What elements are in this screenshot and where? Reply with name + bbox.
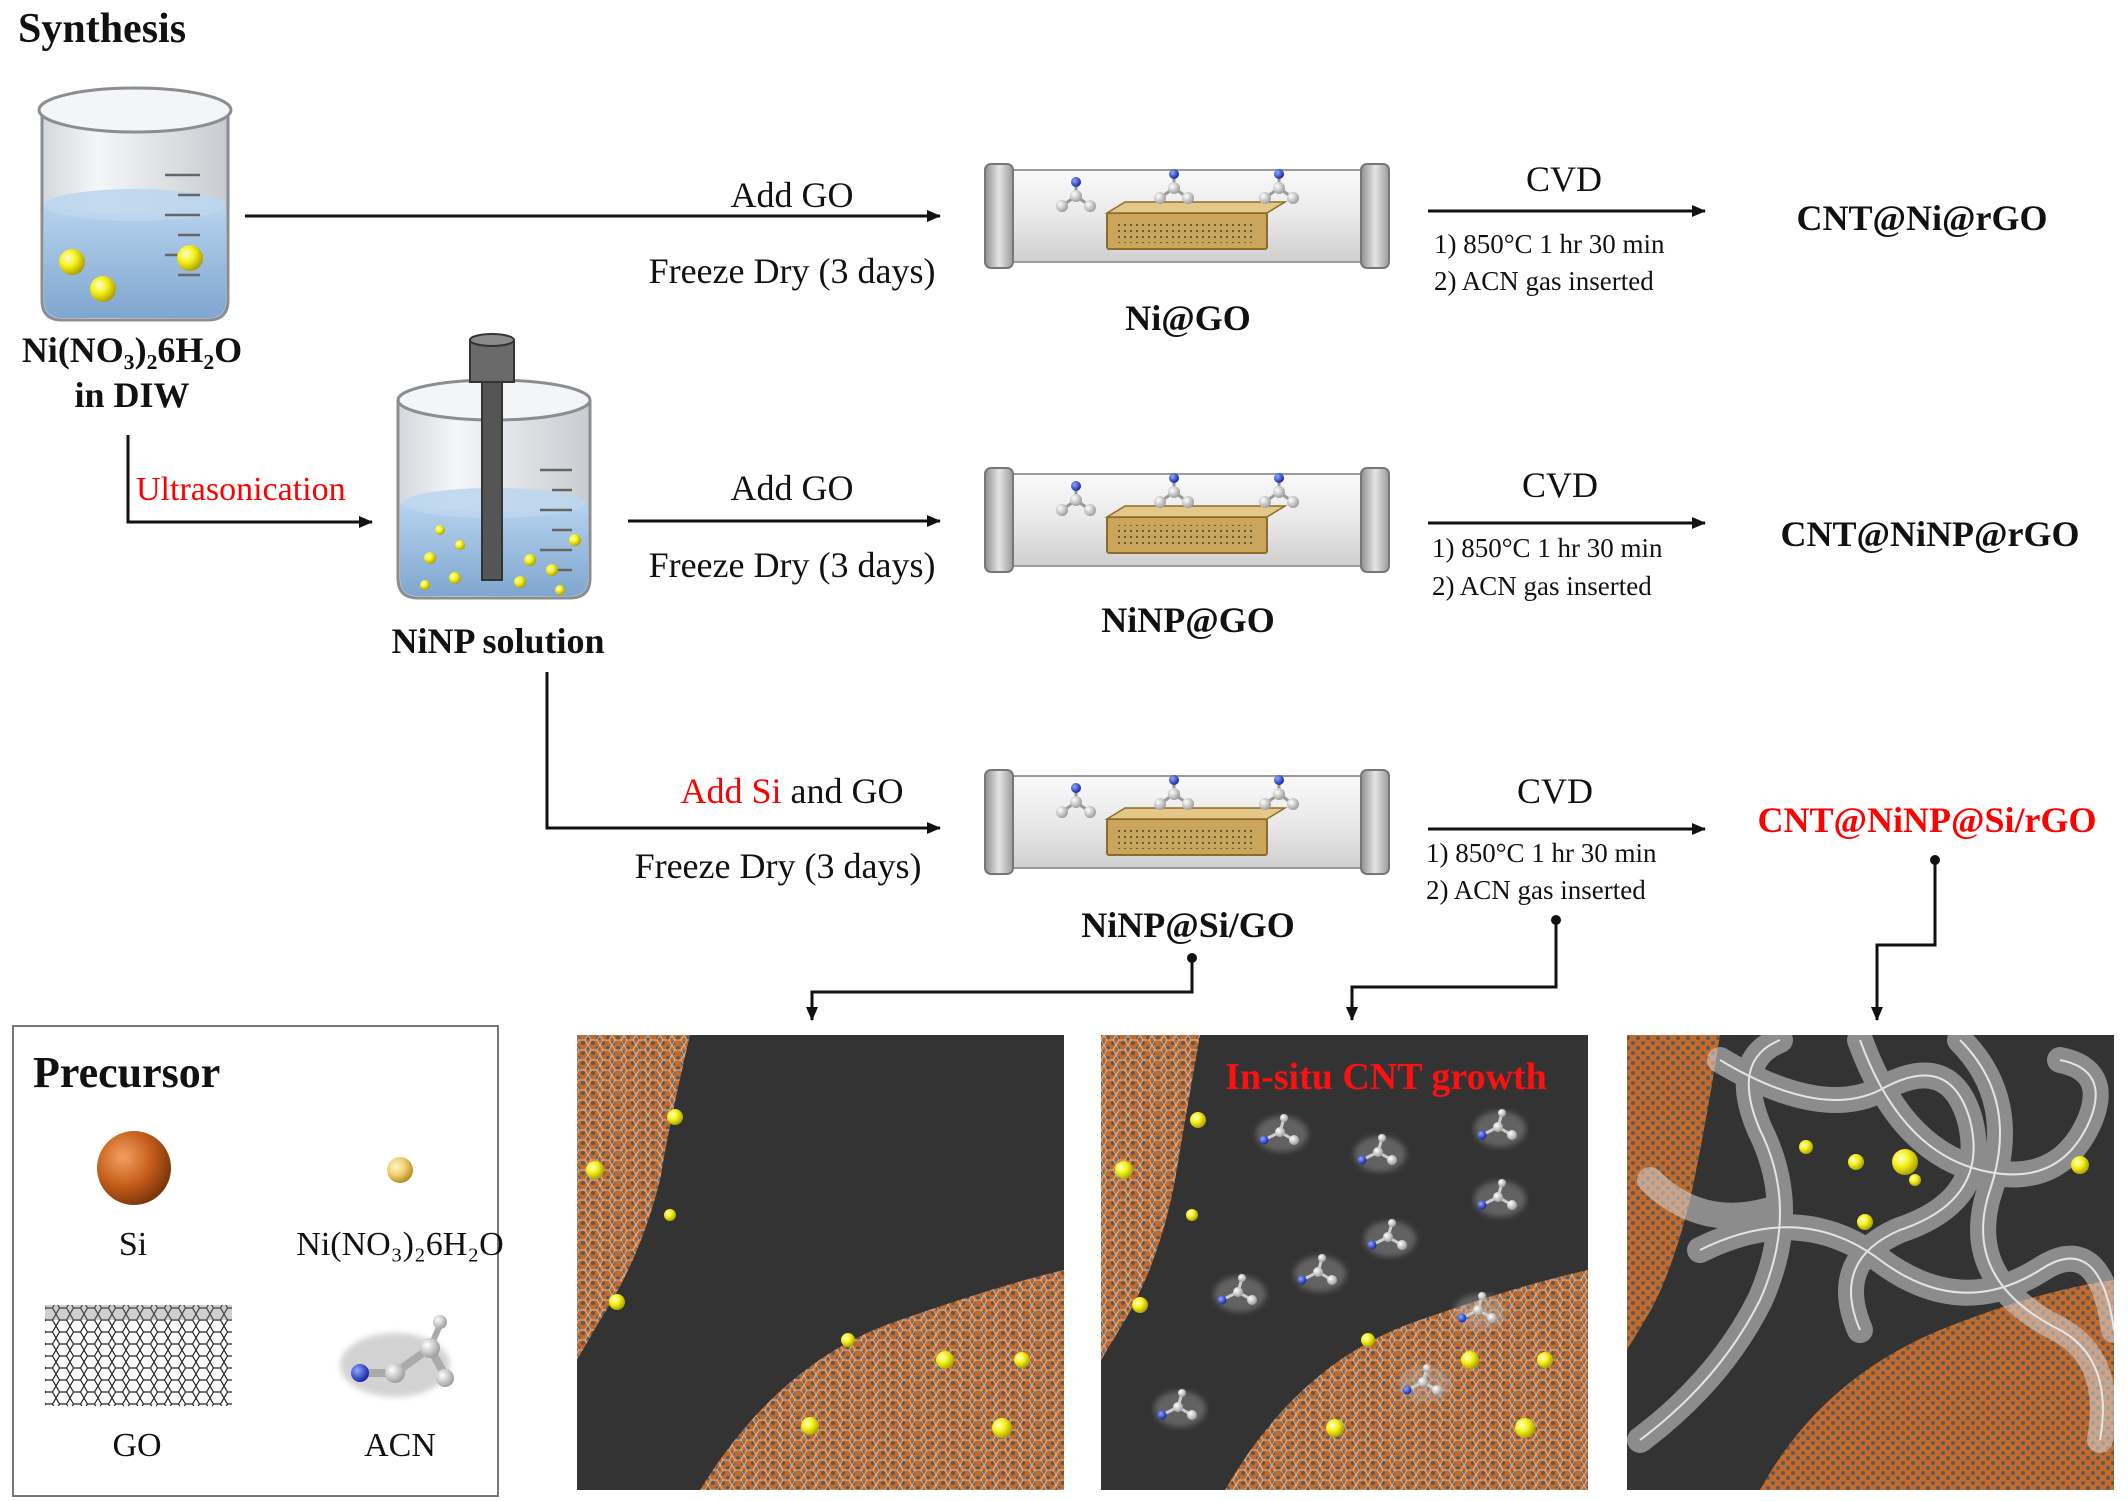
row2-cvd-label: CVD: [1522, 465, 1598, 505]
acn-molecule: [1364, 1219, 1416, 1257]
ninp-solution-label: NiNP solution: [391, 621, 604, 661]
row1-product: CNT@Ni@rGO: [1797, 198, 2048, 238]
ultrasonication-arrow: [126, 435, 373, 528]
tube-furnace-icon: [984, 467, 1390, 573]
row1-cvd-label: CVD: [1526, 159, 1602, 199]
row3-step-top-rest: and GO: [782, 771, 904, 811]
acn-molecule: [1214, 1274, 1266, 1312]
precursor-title: Precursor: [33, 1048, 220, 1097]
row2-intermediate: NiNP@GO: [1101, 600, 1274, 640]
row3-intermediate: NiNP@Si/GO: [1081, 905, 1295, 945]
acn-molecule: [1474, 1109, 1526, 1147]
simulation-panel-1: [577, 1035, 1064, 1490]
row2-product: CNT@NiNP@rGO: [1781, 514, 2080, 554]
acn-molecule: [1454, 1292, 1506, 1330]
acn-molecule: [1256, 1114, 1308, 1152]
start-material-line1: Ni(NO₃)₂6H₂O: [22, 330, 242, 370]
panel-connectors: [806, 860, 1937, 1021]
row3-cvd-label: CVD: [1517, 771, 1593, 811]
legend-si: Si: [119, 1226, 147, 1263]
row1-intermediate: Ni@GO: [1125, 298, 1251, 338]
row3-step-bottom: Freeze Dry (3 days): [635, 846, 922, 886]
ni-nitrate-particle-icon: [387, 1157, 413, 1183]
acn-molecule: [1474, 1179, 1526, 1217]
row1-step-top: Add GO: [731, 175, 854, 215]
acn-molecule-icon: [340, 1315, 454, 1397]
row3-cvd-cond1: 1) 850°C 1 hr 30 min: [1426, 838, 1657, 868]
row3-step-top-red: Add Si: [680, 771, 781, 811]
tube-furnace-icon: [984, 769, 1390, 875]
simulation-panel-3: [1627, 1035, 2114, 1490]
ultrasonication-label: Ultrasonication: [136, 471, 346, 508]
row3-product: CNT@NiNP@Si/rGO: [1758, 800, 2097, 840]
simulation-panel-2: In-situ CNT growth: [1101, 1035, 1588, 1490]
row1-step-bottom: Freeze Dry (3 days): [649, 251, 936, 291]
row3-cvd-cond2: 2) ACN gas inserted: [1426, 875, 1646, 905]
si-sphere-icon: [97, 1131, 171, 1205]
acn-molecule: [1354, 1134, 1406, 1172]
legend-go: GO: [112, 1427, 161, 1464]
ultrasonicator-beaker-icon: [396, 333, 592, 600]
row1-cvd-cond2: 2) ACN gas inserted: [1434, 266, 1654, 296]
legend-acn: ACN: [364, 1427, 436, 1464]
acn-molecule: [1154, 1389, 1206, 1427]
in-situ-cnt-growth-label: In-situ CNT growth: [1225, 1056, 1547, 1098]
row2-cvd-cond1: 1) 850°C 1 hr 30 min: [1432, 533, 1663, 563]
tube-furnace-icon: [984, 163, 1390, 269]
connector-dots: [1187, 855, 1940, 963]
row1-cvd-cond1: 1) 850°C 1 hr 30 min: [1434, 229, 1665, 259]
ninp-to-row3-arrow: [545, 672, 941, 834]
start-material-line2: in DIW: [74, 375, 189, 415]
beaker-icon: [37, 86, 233, 322]
row2-step-bottom: Freeze Dry (3 days): [649, 545, 936, 585]
synthesis-title: Synthesis: [18, 6, 186, 52]
graphene-oxide-sheet-icon: [45, 1305, 232, 1406]
row2-step-top: Add GO: [731, 468, 854, 508]
acn-molecule: [1399, 1364, 1451, 1402]
legend-ni-nitrate: Ni(NO₃)₂6H₂O: [296, 1226, 503, 1263]
acn-molecule: [1294, 1254, 1346, 1292]
row3-step-top: Add Si and GO: [680, 771, 903, 811]
precursor-legend-box: [12, 1025, 499, 1497]
row2-cvd-cond2: 2) ACN gas inserted: [1432, 571, 1652, 601]
